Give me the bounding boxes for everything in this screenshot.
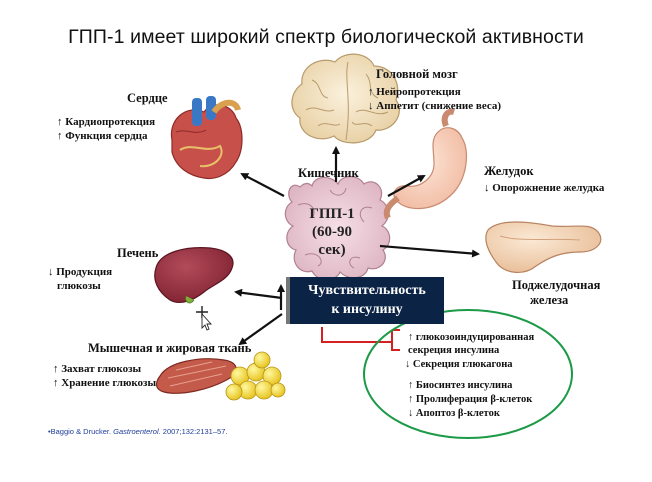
brain-title: Головной мозг <box>376 67 458 81</box>
glp1-line-2: (60-90 <box>312 224 352 240</box>
pancreas-effect-5: ↑ Пролиферация β-клеток <box>408 394 533 405</box>
muscle-effect-2: ↑ Хранение глюкозы <box>53 377 157 389</box>
brain-effect-2: ↓ Аппетит (снижение веса) <box>368 100 502 112</box>
citation-journal: Gastroenterol. <box>113 427 161 436</box>
glp1-line-1: ГПП-1 <box>309 206 355 222</box>
brain-effect-1: ↑ Нейропротекция <box>368 86 461 98</box>
liver-title: Печень <box>117 246 159 260</box>
heart-illustration <box>170 96 243 180</box>
citation-details: 2007;132:2131–57. <box>162 427 228 436</box>
pancreas-effects-ellipse <box>363 309 573 439</box>
liver-illustration <box>154 247 234 304</box>
pancreas-effect-6: ↓ Апоптоз β-клеток <box>408 408 500 419</box>
heart-effect-1: ↑ Кардиопротекция <box>57 116 156 128</box>
stomach-illustration <box>383 108 468 220</box>
arrow-to-stomach <box>387 175 426 197</box>
pancreas-effect-3: ↓ Секреция глюкагона <box>405 359 513 370</box>
insulin-sensitivity-box: Чувствительность к инсулину <box>286 277 444 324</box>
stomach-effect-1: ↓ Опорожнение желудка <box>484 182 605 194</box>
arrow-to-liver <box>234 288 283 300</box>
citation: •Baggio & Drucker. Gastroenterol. 2007;1… <box>48 427 227 436</box>
heart-effect-2: ↑ Функция сердца <box>57 130 148 142</box>
liver-effect-1: ↓ Продукция <box>48 266 113 278</box>
pancreas-title-2: железа <box>530 293 569 307</box>
citation-authors: •Baggio & Drucker. <box>48 427 112 436</box>
glp1-line-3: сек) <box>318 242 346 258</box>
pancreas-effect-4: ↑ Биосинтез инсулина <box>408 380 513 391</box>
pancreas-title-1: Поджелудочная <box>512 278 601 292</box>
pancreas-illustration <box>485 221 602 273</box>
intestine-illustration <box>284 175 391 281</box>
inhibition-bracket <box>321 327 400 351</box>
glp1-center-label: ГПП-1 (60-90 сек) <box>282 205 382 259</box>
stomach-title: Желудок <box>484 164 534 178</box>
brain-illustration <box>291 53 400 144</box>
arrow-to-heart <box>240 173 285 197</box>
liver-effect-2: глюкозы <box>57 280 101 292</box>
move-cursor-icon <box>196 306 213 331</box>
muscle-effect-1: ↑ Захват глюкозы <box>53 363 142 375</box>
muscle-title: Мышечная и жировая ткань <box>88 341 252 355</box>
muscle-fat-illustration <box>155 351 286 401</box>
intestine-label: Кишечник <box>298 166 359 180</box>
pancreas-effect-1: ↑ глюкозоиндуцированная <box>408 332 535 343</box>
sensitivity-line-1: Чувствительность <box>308 283 426 298</box>
heart-title: Сердце <box>127 91 168 105</box>
pancreas-effect-2: секреция инсулина <box>408 345 500 356</box>
arrows <box>234 146 480 346</box>
slide-title: ГПП-1 имеет широкий спектр биологической… <box>68 26 584 48</box>
arrow-to-pancreas <box>379 244 480 258</box>
sensitivity-line-2: к инсулину <box>331 302 403 317</box>
arrow-to-muscle <box>238 313 283 346</box>
